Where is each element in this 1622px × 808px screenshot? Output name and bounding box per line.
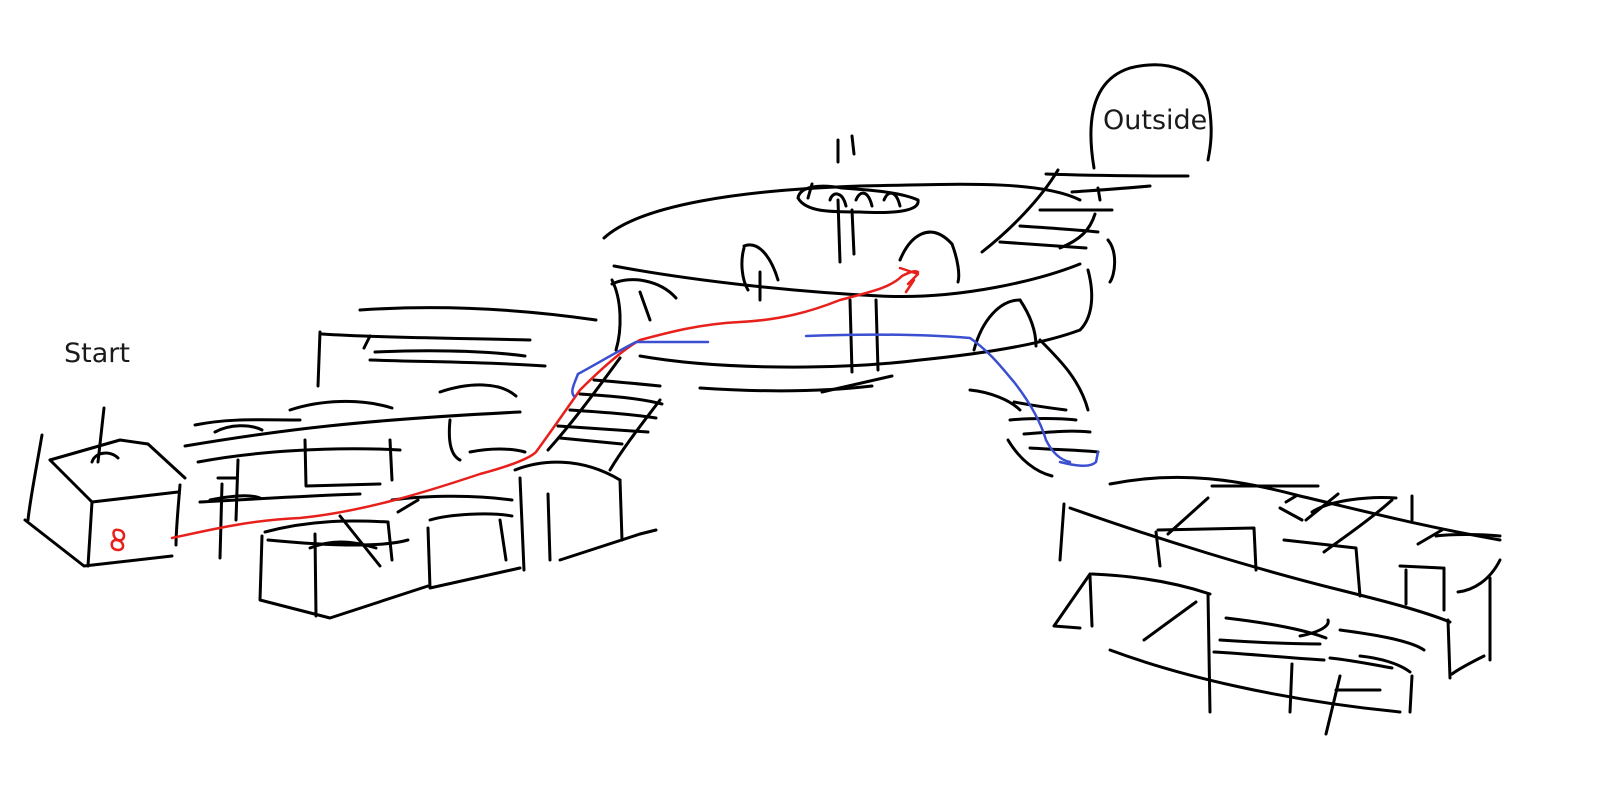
outside-stairs [980, 168, 1190, 254]
blue-route [571, 333, 1100, 467]
outside-arch [1089, 63, 1213, 170]
right-stairs [968, 338, 1100, 478]
left-corridor [183, 383, 527, 560]
left-stairs [546, 356, 664, 472]
left-sign [316, 306, 598, 388]
start-label: Start [64, 338, 130, 369]
red-route [110, 266, 920, 552]
start-room [23, 406, 187, 568]
right-area [1052, 475, 1502, 736]
outside-label: Outside [1103, 105, 1208, 136]
crates-left [258, 460, 658, 620]
central-hub [602, 134, 1117, 394]
